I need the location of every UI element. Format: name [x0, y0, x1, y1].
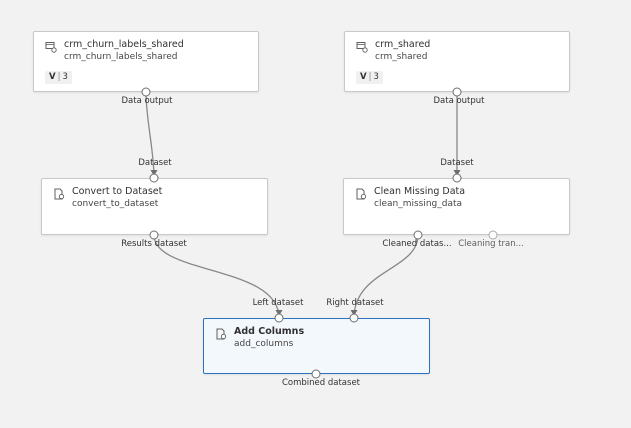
node-title: Convert to Dataset [72, 186, 163, 197]
edge-convert-to-add-left[interactable] [153, 234, 280, 319]
module-icon [216, 328, 227, 340]
module-node-clean-missing-data[interactable]: Clean Missing Data clean_missing_data [343, 178, 570, 235]
dataset-node-crm-churn-labels-shared[interactable]: crm_churn_labels_shared crm_churn_labels… [33, 31, 259, 92]
module-icon [356, 188, 367, 200]
version-separator: | [368, 72, 372, 82]
arrowhead-add-right [350, 310, 358, 316]
version-separator: | [57, 72, 61, 82]
node-subtitle: clean_missing_data [374, 199, 463, 209]
port-label-clean-input: Dataset [440, 158, 474, 168]
arrowhead-clean-input [453, 170, 461, 176]
node-subtitle: crm_shared [375, 52, 428, 62]
node-subtitle: crm_churn_labels_shared [64, 52, 178, 62]
edge-clean-to-add-right[interactable] [353, 234, 419, 319]
version-letter: V [360, 72, 367, 82]
version-number: 3 [62, 72, 68, 82]
port-label-add-left-input: Left dataset [252, 298, 304, 308]
version-badge: V|3 [45, 71, 72, 84]
node-title: Add Columns [234, 326, 305, 337]
node-title: crm_shared [375, 39, 431, 50]
version-number: 3 [373, 72, 379, 82]
dataset-node-crm-shared[interactable]: crm_shared crm_shared V|3 [344, 31, 570, 92]
port-label-convert-output: Results dataset [121, 239, 187, 249]
node-title: Clean Missing Data [374, 186, 466, 197]
version-letter: V [49, 72, 56, 82]
dataset-icon [356, 42, 368, 53]
port-label-convert-input: Dataset [138, 158, 172, 168]
edge-churn-to-convert[interactable] [145, 91, 155, 179]
port-label-clean-output-transform: Cleaning tran... [458, 239, 524, 249]
port-label-add-output: Combined dataset [281, 378, 361, 388]
version-badge: V|3 [356, 71, 383, 84]
arrowhead-add-left [275, 310, 283, 316]
module-node-add-columns[interactable]: Add Columns add_columns [203, 318, 430, 374]
port-label-crm-shared-output: Data output [433, 96, 485, 106]
node-title: crm_churn_labels_shared [64, 39, 184, 50]
module-node-convert-to-dataset[interactable]: Convert to Dataset convert_to_dataset [41, 178, 268, 235]
port-label-add-right-input: Right dataset [326, 298, 384, 308]
module-icon [54, 188, 65, 200]
arrowhead-convert-input [150, 170, 158, 176]
port-label-clean-output-cleaned: Cleaned datas... [382, 239, 452, 249]
dataset-icon [45, 42, 57, 53]
port-label-crm-churn-output: Data output [121, 96, 173, 106]
node-subtitle: convert_to_dataset [72, 199, 159, 209]
node-subtitle: add_columns [234, 339, 294, 349]
